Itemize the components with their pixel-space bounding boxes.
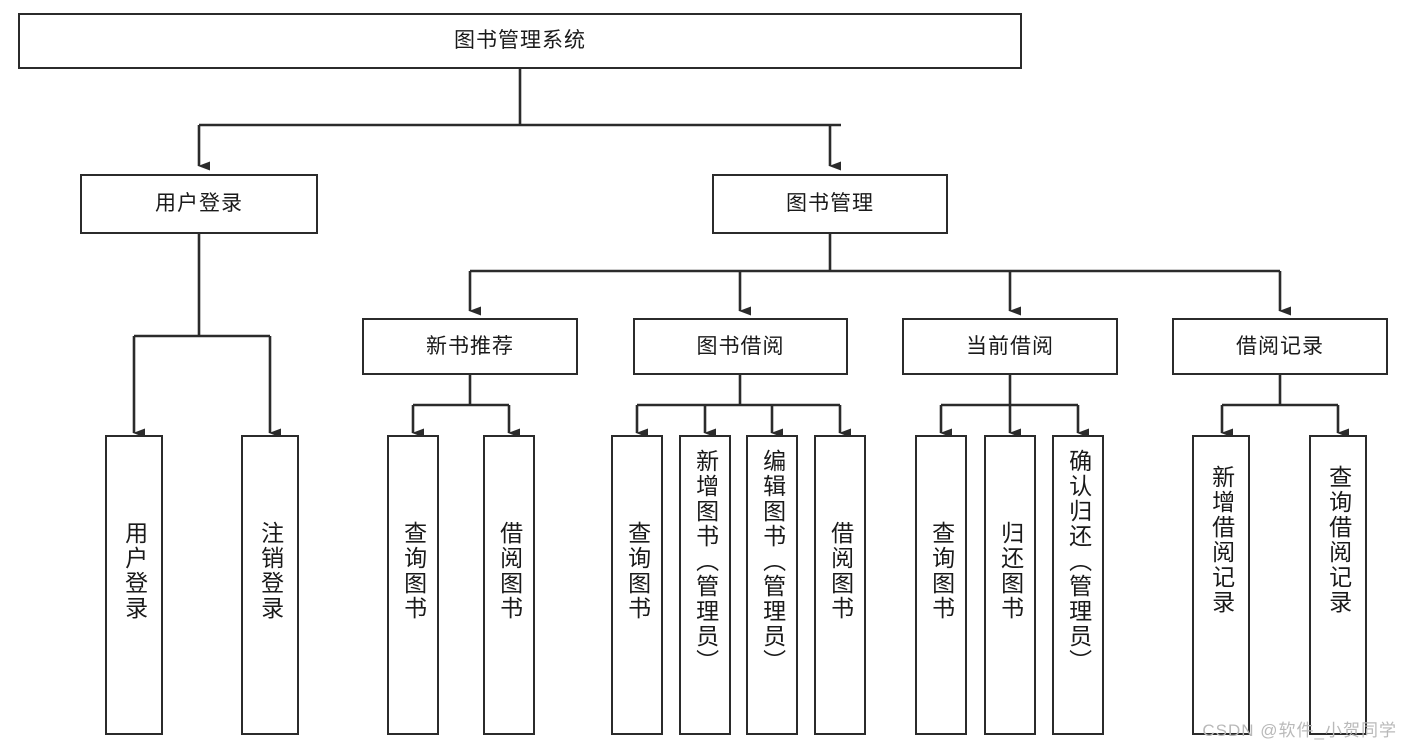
leaf-label: 借阅图书 bbox=[496, 521, 523, 621]
leaf-borrow-edit-book-admin[interactable]: 编辑图书（管理员） bbox=[746, 435, 798, 735]
leaf-label: 用户登录 bbox=[121, 521, 148, 621]
leaf-label: 查询图书 bbox=[400, 521, 427, 621]
leaf-borrow-borrow-book[interactable]: 借阅图书 bbox=[814, 435, 866, 735]
leaf-label: 新增借阅记录 bbox=[1208, 465, 1235, 615]
leaf-record-query-record[interactable]: 查询借阅记录 bbox=[1309, 435, 1367, 735]
node-new-book-recommend[interactable]: 新书推荐 bbox=[362, 318, 578, 375]
node-root[interactable]: 图书管理系统 bbox=[18, 13, 1022, 69]
node-book-management[interactable]: 图书管理 bbox=[712, 174, 948, 234]
leaf-current-confirm-return-admin[interactable]: 确认归还（管理员） bbox=[1052, 435, 1104, 735]
leaf-recommend-borrow-book[interactable]: 借阅图书 bbox=[483, 435, 535, 735]
leaf-current-return-book[interactable]: 归还图书 bbox=[984, 435, 1036, 735]
leaf-borrow-add-book-admin[interactable]: 新增图书（管理员） bbox=[679, 435, 731, 735]
leaf-label: 注销登录 bbox=[257, 521, 284, 621]
leaf-label: 确认归还（管理员） bbox=[1065, 449, 1092, 674]
leaf-label: 新增图书（管理员） bbox=[692, 449, 719, 674]
node-current-borrow[interactable]: 当前借阅 bbox=[902, 318, 1118, 375]
node-new-book-recommend-label: 新书推荐 bbox=[426, 334, 514, 358]
leaf-current-query-book[interactable]: 查询图书 bbox=[915, 435, 967, 735]
leaf-borrow-query-book[interactable]: 查询图书 bbox=[611, 435, 663, 735]
node-book-borrow-label: 图书借阅 bbox=[696, 334, 785, 358]
leaf-label: 查询借阅记录 bbox=[1325, 465, 1352, 615]
node-user-login[interactable]: 用户登录 bbox=[80, 174, 318, 234]
node-root-label: 图书管理系统 bbox=[454, 29, 586, 53]
leaf-user-login-login[interactable]: 用户登录 bbox=[105, 435, 163, 735]
node-book-management-label: 图书管理 bbox=[786, 192, 874, 216]
leaf-recommend-query-book[interactable]: 查询图书 bbox=[387, 435, 439, 735]
leaf-label: 归还图书 bbox=[997, 521, 1024, 621]
leaf-label: 编辑图书（管理员） bbox=[759, 449, 786, 674]
node-book-borrow[interactable]: 图书借阅 bbox=[633, 318, 848, 375]
leaf-record-add-record[interactable]: 新增借阅记录 bbox=[1192, 435, 1250, 735]
node-borrow-record-label: 借阅记录 bbox=[1236, 334, 1324, 358]
watermark: CSDN @软件_小贺同学 bbox=[1202, 721, 1397, 740]
leaf-label: 查询图书 bbox=[928, 521, 955, 621]
leaf-user-login-logout[interactable]: 注销登录 bbox=[241, 435, 299, 735]
node-current-borrow-label: 当前借阅 bbox=[966, 334, 1054, 358]
leaf-label: 借阅图书 bbox=[827, 521, 854, 621]
node-user-login-label: 用户登录 bbox=[155, 192, 243, 216]
leaf-label: 查询图书 bbox=[624, 521, 651, 621]
node-borrow-record[interactable]: 借阅记录 bbox=[1172, 318, 1388, 375]
